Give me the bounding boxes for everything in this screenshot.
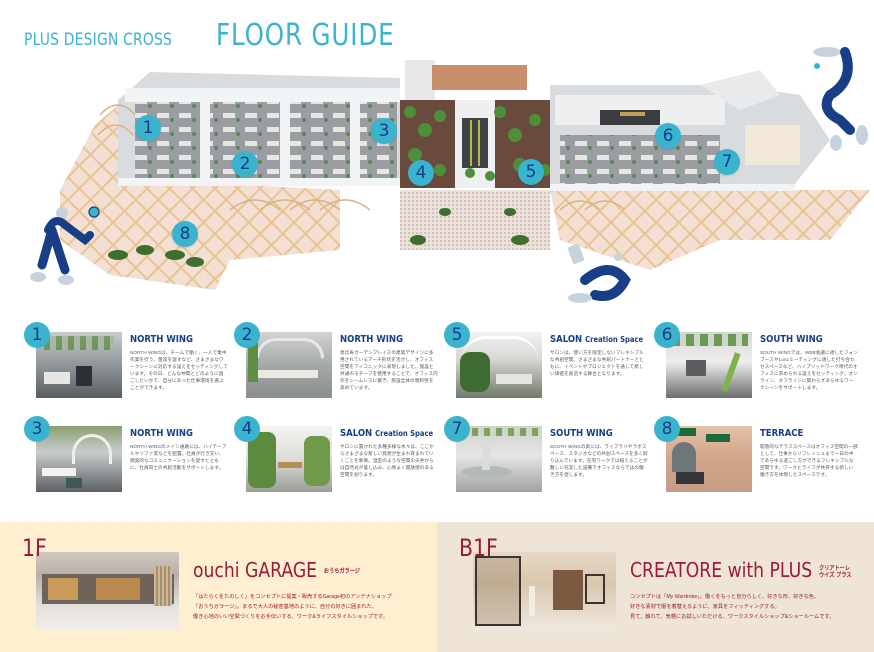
area-photo	[246, 426, 332, 492]
area-card-5: 5 SALON Creation Space サロンは、使い方を限定しないフレキ…	[444, 322, 649, 412]
area-photo	[456, 426, 542, 492]
map-pin-8[interactable]: 8	[172, 221, 198, 247]
area-card-7: 7 SOUTH WING SOUTH WINGの奥には、ライブラリやラボスペース…	[444, 416, 649, 506]
area-number-badge: 7	[444, 416, 470, 442]
page-header: PLUS DESIGN CROSS FLOOR GUIDE	[24, 18, 434, 53]
area-card-3: 3 NORTH WING NORTH WINGのメイン通路には、ハイテーブルやソ…	[24, 416, 229, 506]
area-title: NORTH WING	[130, 334, 194, 345]
area-description: 開放的なテラススペースはオフィス空間の一部として、仕事からリフレッシュまで一日の…	[760, 444, 858, 477]
area-description: SOUTH WINGでは、WEB会議に適したフォンブースや1on1ミーティングに…	[760, 350, 858, 390]
map-pin-2[interactable]: 2	[232, 151, 258, 177]
floor-label: B1F	[459, 534, 498, 562]
floor-map-illustration	[30, 47, 870, 303]
area-number-badge: 5	[444, 322, 470, 348]
area-card-8: 8 TERRACE 開放的なテラススペースはオフィス空間の一部として、仕事からリ…	[654, 416, 859, 506]
map-pin-3[interactable]: 3	[371, 118, 397, 144]
area-number-badge: 6	[654, 322, 680, 348]
area-photo	[666, 426, 752, 492]
area-description: サロンは、使い方を限定しないフレキシブルな共創空間。さまざまな共創パートナーとと…	[550, 350, 644, 376]
map-pin-5[interactable]: 5	[518, 159, 544, 185]
area-photo	[666, 332, 752, 398]
map-pin-7[interactable]: 7	[714, 149, 740, 175]
area-description: NORTH WINGは、チームで働く、一人で集中作業を行う、雑談を促すなど、さま…	[130, 350, 228, 390]
area-title: NORTH WING	[130, 428, 194, 439]
area-photo	[456, 332, 542, 398]
shop-photo	[36, 552, 179, 630]
area-card-4: 4 SALON Creation Space サロンに置かれた多種多様な木々は、…	[234, 416, 439, 506]
figure-left-icon	[30, 206, 100, 285]
map-pin-6[interactable]: 6	[655, 123, 681, 149]
area-number-badge: 8	[654, 416, 680, 442]
area-photo	[36, 332, 122, 398]
floor-label: 1F	[22, 534, 47, 562]
area-title: TERRACE	[760, 428, 804, 439]
brand-name: PLUS DESIGN CROSS	[24, 30, 173, 50]
terrace-right	[550, 190, 870, 270]
area-number-badge: 2	[234, 322, 260, 348]
area-number-badge: 1	[24, 322, 50, 348]
page-title: FLOOR GUIDE	[216, 18, 395, 53]
floor-map: 1 2 3 4 5 6 7 8	[0, 40, 874, 315]
figure-top-right-icon	[813, 47, 868, 151]
map-pin-4[interactable]: 4	[408, 160, 434, 186]
area-title: SALON Creation Space	[340, 428, 434, 439]
area-number-badge: 4	[234, 416, 260, 442]
area-photo	[36, 426, 122, 492]
area-title: NORTH WING	[340, 334, 404, 345]
area-photo	[246, 332, 332, 398]
map-pin-1[interactable]: 1	[135, 115, 161, 141]
shop-photo	[473, 552, 616, 630]
shop-description: コンセプトは「My Wardrobe」。働くをもっと自分らしく、好きな形、好きな…	[630, 594, 835, 620]
area-card-2: 2 NORTH WING 恵比寿ガーデンプレイスの建築デザインに多用されているア…	[234, 322, 439, 412]
area-description: NORTH WINGのメイン通路には、ハイテーブルやソファ席などを配置。社員が行…	[130, 444, 227, 470]
area-card-1: 1 NORTH WING NORTH WINGは、チームで働く、一人で集中作業を…	[24, 322, 229, 412]
figure-center-tablet-icon	[567, 244, 631, 303]
area-number-badge: 3	[24, 416, 50, 442]
area-title: SOUTH WING	[760, 334, 823, 345]
area-description: 恵比寿ガーデンプレイスの建築デザインに多用されているアーチ形状を活かし、オフィス…	[340, 350, 438, 390]
shop-description: 「はたらくをたのしく」をコンセプトに提案・販売するGarage初のアンテナショッ…	[193, 594, 392, 620]
area-title: SALON Creation Space	[550, 334, 644, 345]
area-description: サロンに置かれた多種多様な木々は、ここからさまざまな新しい発想が生まれ育まれてい…	[340, 444, 434, 477]
area-description: SOUTH WINGの奥には、ライブラリやラボスペース、スタジオなどの共創スペー…	[550, 444, 648, 477]
area-card-6: 6 SOUTH WING SOUTH WINGでは、WEB会議に適したフォンブー…	[654, 322, 859, 412]
area-title: SOUTH WING	[550, 428, 613, 439]
